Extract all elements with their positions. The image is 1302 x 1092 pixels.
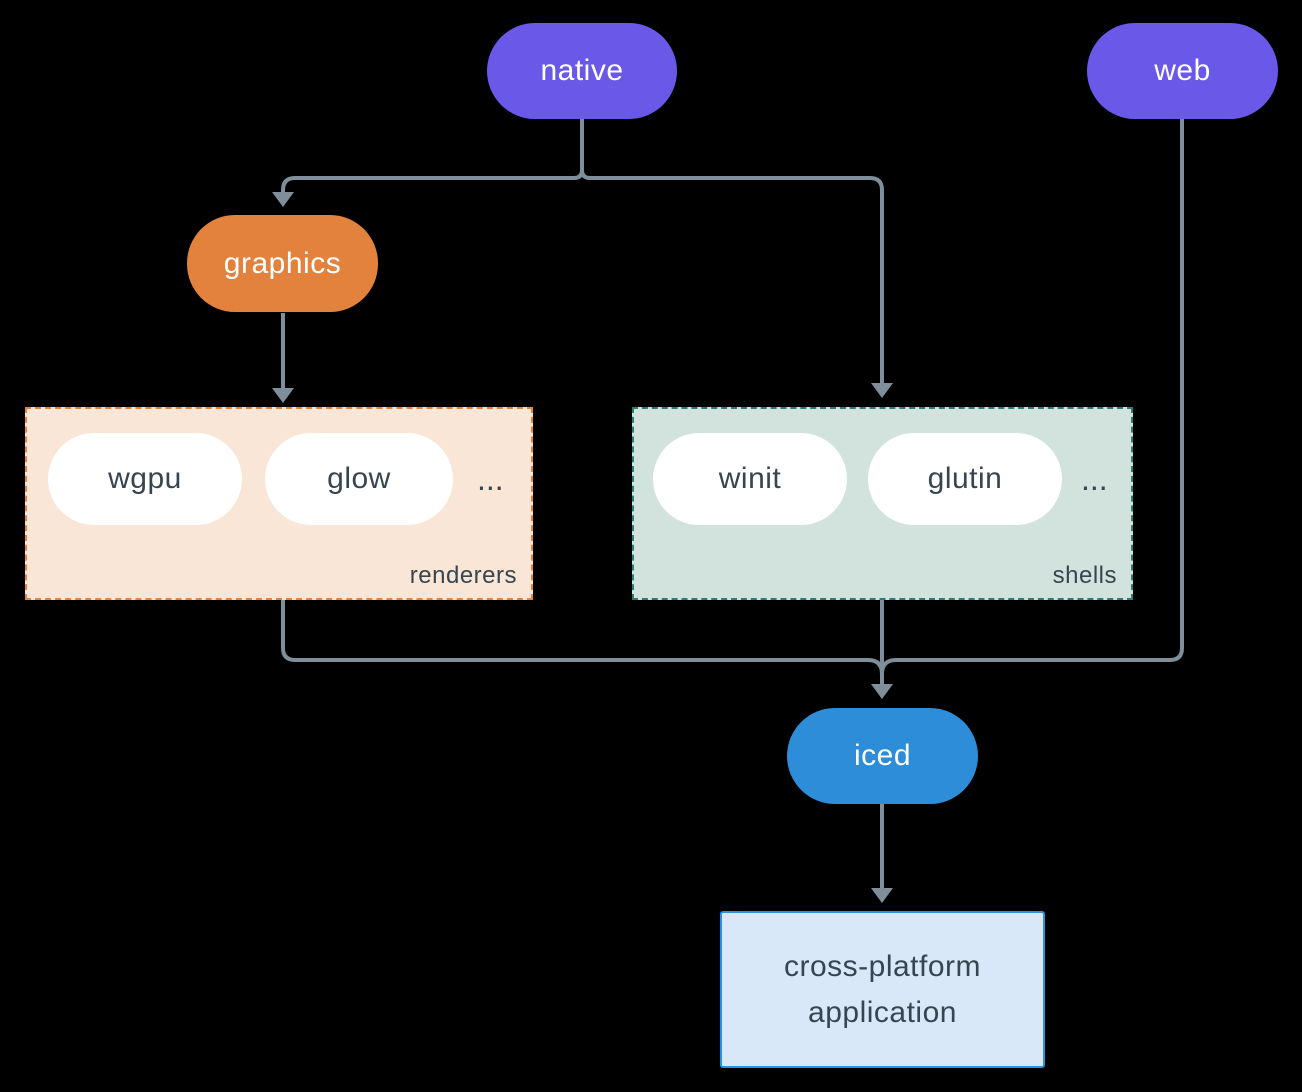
renderers-label: renderers [409,562,517,589]
arrowhead-iced [871,684,893,699]
shells-label: shells [1052,562,1117,589]
edge-native-shells [580,118,884,383]
arrowhead-graphics [272,192,294,207]
node-glow: glow [265,433,453,525]
app-box-label-line1: cross-platform [783,949,982,983]
app-box: cross-platform application [720,911,1045,1068]
node-wgpu: wgpu [48,433,242,525]
edge-native-graphics [281,118,584,192]
shells-ellipsis: ... [1081,460,1108,497]
app-box-label-line2: application [808,995,957,1029]
arrowhead-app [871,888,893,903]
node-native: native [487,23,677,119]
node-glutin: glutin [868,433,1062,525]
node-web: web [1087,23,1278,119]
group-renderers: wgpu glow ... renderers [25,407,533,600]
node-winit: winit [653,433,847,525]
arrowhead-shells [871,383,893,398]
edge-renderers-iced [281,600,884,675]
group-shells: winit glutin ... shells [632,407,1133,600]
renderers-ellipsis: ... [477,460,504,497]
node-iced: iced [787,708,978,804]
node-graphics: graphics [187,215,378,312]
arrowhead-renderers [272,388,294,403]
